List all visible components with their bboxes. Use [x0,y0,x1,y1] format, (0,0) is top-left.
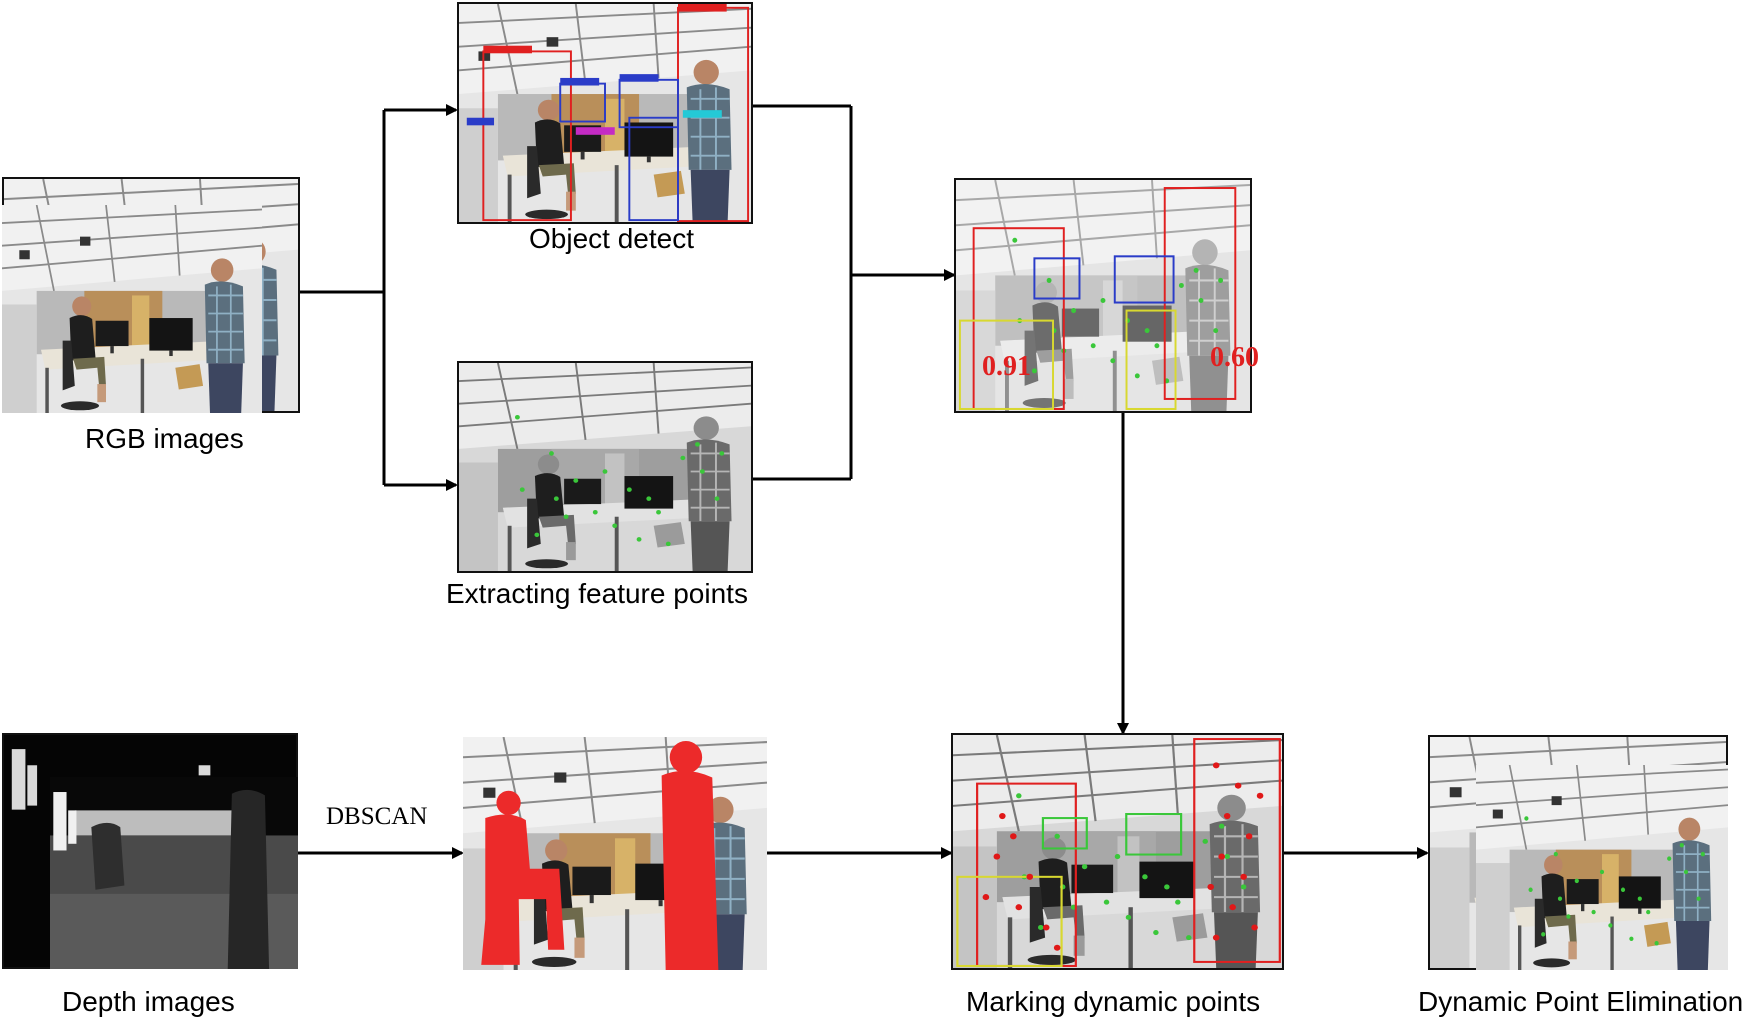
caption-marking-dynamic-points: Marking dynamic points [966,986,1261,1017]
marking-dynamic-points-image [951,733,1284,970]
score-right: 0.60 [1210,342,1259,373]
depth-frame-front [50,777,298,969]
elimination-frame-front [1476,765,1728,970]
caption-dynamic-point-elimination: Dynamic Point Elimination [1418,986,1744,1017]
caption-rgb-images: RGB images [85,423,244,454]
combined-detection-image [954,178,1252,413]
caption-extracting-feature-points: Extracting feature points [446,578,748,609]
object-detect-image [457,2,753,224]
segmentation-mask-image [463,737,767,970]
elimination-images-stack [1428,735,1728,970]
caption-object-detect: Object detect [529,223,694,254]
dbscan-label: DBSCAN [326,803,428,830]
depth-images-stack [2,733,298,969]
rgb-images-stack [2,177,300,413]
caption-depth-images: Depth images [62,986,235,1017]
feature-points-image [457,361,753,573]
rgb-frame-front [2,205,262,413]
score-left: 0.91 [982,351,1031,382]
